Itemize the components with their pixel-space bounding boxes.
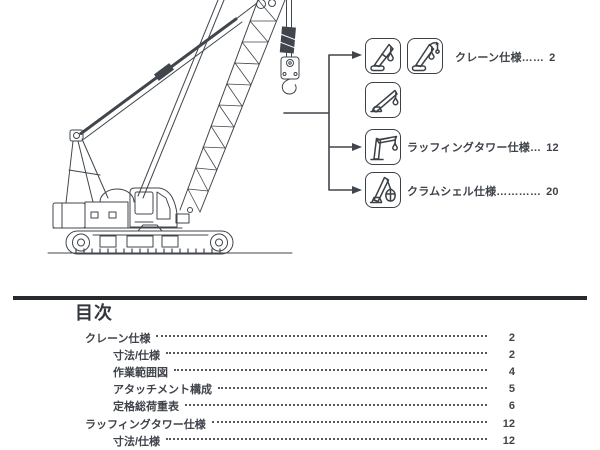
attachment-tile-crane-jib — [407, 38, 443, 74]
luffing-tower-icon — [369, 135, 398, 160]
toc-page-number: 12 — [502, 434, 515, 447]
attachment-label-text: ラッフィングタワー仕様 — [407, 142, 530, 154]
crane-boom-icon — [369, 43, 394, 71]
attachment-label-crane: クレーン仕様…… 2 — [455, 49, 555, 65]
crane-figure: クレーン仕様…… 2 ラッフィングタワー仕様… 12 クラムシェル仕様………… 20 — [47, 0, 559, 255]
toc-list: クレーン仕様 2 寸法/仕様 2 作業範囲図 4 アタッチメント構成 5 定格総… — [85, 329, 515, 449]
toc-entry-label: クレーン仕様 — [85, 332, 151, 345]
arrow-icon — [352, 186, 362, 194]
toc-page-number: 12 — [502, 417, 515, 430]
toc-heading: 目次 — [75, 303, 113, 323]
attachment-label-leader: …… — [521, 52, 545, 64]
toc-entry-label: 定格総荷重表 — [113, 401, 179, 414]
toc-dot-leader — [211, 420, 487, 424]
attachment-page-number: 12 — [546, 142, 559, 154]
attachment-label-text: クラムシェル仕様 — [407, 186, 497, 198]
attachment-label-leader: ………… — [496, 186, 542, 198]
toc-dot-leader — [166, 351, 487, 355]
toc-page-number: 2 — [508, 348, 515, 361]
attachment-label-leader: … — [529, 142, 542, 154]
toc-page-number: 2 — [508, 331, 515, 344]
crane-boom-jib-icon — [411, 41, 440, 71]
toc-row: 寸法/仕様 2 — [85, 346, 515, 363]
toc-row: クレーン仕様 2 — [85, 329, 515, 346]
toc-dot-leader — [174, 368, 487, 372]
attachment-label-clamshell: クラムシェル仕様………… 20 — [407, 183, 559, 199]
toc-row: 定格総荷重表 6 — [85, 398, 515, 415]
arrow-icon — [352, 51, 362, 59]
toc-row: アタッチメント構成 5 — [85, 381, 515, 398]
attachment-tile-clamshell — [365, 172, 401, 208]
attachment-label-luffing-tower: ラッフィングタワー仕様… 12 — [407, 139, 559, 155]
toc-page-number: 5 — [508, 383, 515, 396]
attachment-label-text: クレーン仕様 — [455, 52, 522, 64]
attachment-tile-crane — [365, 38, 401, 74]
toc-page-number: 6 — [508, 400, 515, 413]
crawler-track — [65, 224, 234, 255]
clamshell-icon — [369, 176, 396, 203]
upper-deck — [52, 188, 183, 229]
toc-entry-label: 寸法/仕様 — [113, 435, 161, 448]
attachment-page-number: 2 — [549, 52, 556, 64]
toc-entry-label: ラッフィングタワー仕様 — [85, 418, 206, 431]
crane-drawing — [47, 0, 362, 255]
gantry-mast — [65, 129, 109, 204]
toc-entry-label: アタッチメント構成 — [113, 384, 212, 397]
toc-dot-leader — [185, 403, 487, 406]
toc-row: 寸法/仕様 12 — [85, 432, 515, 449]
hook-block — [279, 0, 300, 95]
toc-page-number: 4 — [508, 365, 515, 378]
toc-row: ラッフィングタワー仕様 12 — [85, 415, 515, 432]
lattice-boom — [179, 0, 286, 213]
toc-entry-label: 寸法/仕様 — [113, 349, 161, 362]
toc-dot-leader — [218, 386, 487, 389]
toc-entry-label: 作業範囲図 — [113, 366, 168, 379]
toc-dot-leader — [166, 437, 487, 441]
arrow-icon — [352, 143, 362, 151]
toc-dot-leader — [156, 334, 487, 338]
divider-rule — [13, 296, 587, 300]
toc-row: 作業範囲図 4 — [85, 363, 515, 380]
attachment-tile-lowered-boom — [365, 82, 401, 118]
attachment-tile-luffing-tower — [365, 129, 401, 165]
lowered-boom-icon — [369, 89, 399, 113]
boom-pendant-ropes — [79, 0, 258, 199]
attachment-bracket — [283, 51, 362, 194]
attachment-page-number: 20 — [546, 186, 559, 198]
operator-cab — [129, 187, 193, 228]
